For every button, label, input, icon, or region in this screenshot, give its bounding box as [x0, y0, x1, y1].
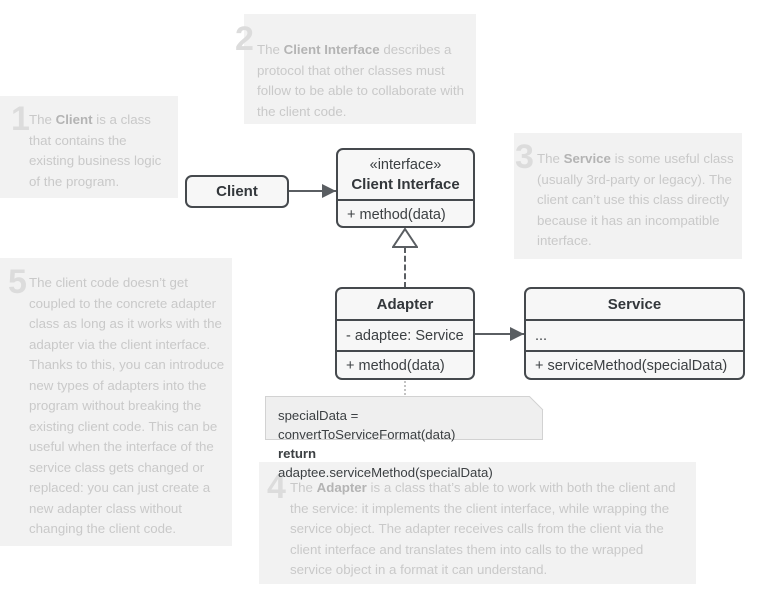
annotation-bold-2: Client Interface — [283, 42, 380, 57]
class-name-client: Client — [216, 183, 258, 200]
code-note-line-1: specialData = convertToServiceFormat(dat… — [278, 408, 456, 442]
annotation-number-3: 3 — [515, 138, 534, 176]
annotation-bold-4: Adapter — [316, 480, 367, 495]
arrowhead-adapter-to-service — [510, 327, 524, 341]
annotation-number-1: 1 — [11, 100, 30, 138]
class-member-client-interface-method: + method(data) — [338, 199, 473, 226]
class-name-service: Service — [607, 295, 662, 313]
class-name-adapter: Adapter — [376, 295, 434, 313]
class-name-client-interface: Client Interface — [351, 175, 460, 193]
annotation-rest-5: The client code doesn’t get coupled to t… — [29, 275, 225, 536]
class-field-adapter-adaptee: - adaptee: Service — [337, 319, 473, 350]
annotation-lead-3: The — [537, 151, 564, 166]
annotation-bold-3: Service — [563, 151, 611, 166]
annotation-text-5: The client code doesn’t get coupled to t… — [29, 273, 225, 540]
annotation-number-5: 5 — [8, 263, 27, 301]
annotation-text-2: The Client Interface describes a protoco… — [257, 40, 467, 122]
annotation-callout-3: 3 The Service is some useful class (usua… — [514, 133, 742, 259]
annotation-text-3: The Service is some useful class (usuall… — [537, 149, 737, 252]
code-keyword-return: return — [278, 446, 317, 461]
annotation-callout-2: 2 The Client Interface describes a proto… — [235, 14, 476, 124]
annotation-number-4: 4 — [267, 468, 286, 506]
annotation-rest-4: is a class that’s able to work with both… — [290, 480, 676, 577]
annotation-number-2: 2 — [235, 20, 254, 58]
association-line-client-to-interface — [289, 190, 336, 192]
code-note-adapter-method: specialData = convertToServiceFormat(dat… — [265, 396, 543, 480]
annotation-bold-1: Client — [55, 112, 93, 127]
annotation-lead-1: The — [29, 112, 56, 127]
annotation-rest-1: is a class that contains the existing bu… — [29, 112, 162, 189]
annotation-callout-1: 1 The Client is a class that contains th… — [0, 96, 178, 198]
annotation-text-1: The Client is a class that contains the … — [29, 110, 169, 192]
note-anchor-dotted-line — [404, 381, 406, 395]
annotation-lead-4: The — [290, 480, 317, 495]
class-stereotype-client-interface: «interface» — [369, 156, 442, 173]
code-note-line-2: return adaptee.serviceMethod(specialData… — [278, 444, 530, 482]
class-field-service-ellipsis: ... — [526, 319, 743, 350]
class-box-client-interface[interactable]: «interface» Client Interface + method(da… — [336, 148, 475, 228]
realization-arrowhead-svg — [392, 228, 418, 248]
annotation-callout-5: 5 The client code doesn’t get coupled to… — [0, 258, 232, 546]
class-box-client[interactable]: Client — [185, 175, 289, 208]
class-method-service-servicemethod: + serviceMethod(specialData) — [526, 350, 743, 378]
arrowhead-client-to-interface — [322, 184, 336, 198]
annotation-rest-3: is some useful class (usually 3rd-party … — [537, 151, 734, 248]
class-box-adapter[interactable]: Adapter - adaptee: Service + method(data… — [335, 287, 475, 380]
realization-dashed-line-adapter-to-interface — [404, 247, 406, 288]
class-method-adapter-method: + method(data) — [337, 350, 473, 378]
class-header-client-interface: «interface» Client Interface — [338, 150, 473, 199]
code-note-fold-edge-icon — [529, 396, 544, 411]
annotation-lead-2: The — [257, 42, 284, 57]
association-line-adapter-to-service — [475, 333, 524, 335]
class-box-service[interactable]: Service ... + serviceMethod(specialData) — [524, 287, 745, 380]
annotation-text-4: The Adapter is a class that’s able to wo… — [290, 478, 686, 581]
code-note-line-2-rest: adaptee.serviceMethod(specialData) — [278, 465, 493, 480]
annotation-rest-2: describes a protocol that other classes … — [257, 42, 464, 119]
annotation-callout-4: 4 The Adapter is a class that’s able to … — [259, 462, 696, 584]
